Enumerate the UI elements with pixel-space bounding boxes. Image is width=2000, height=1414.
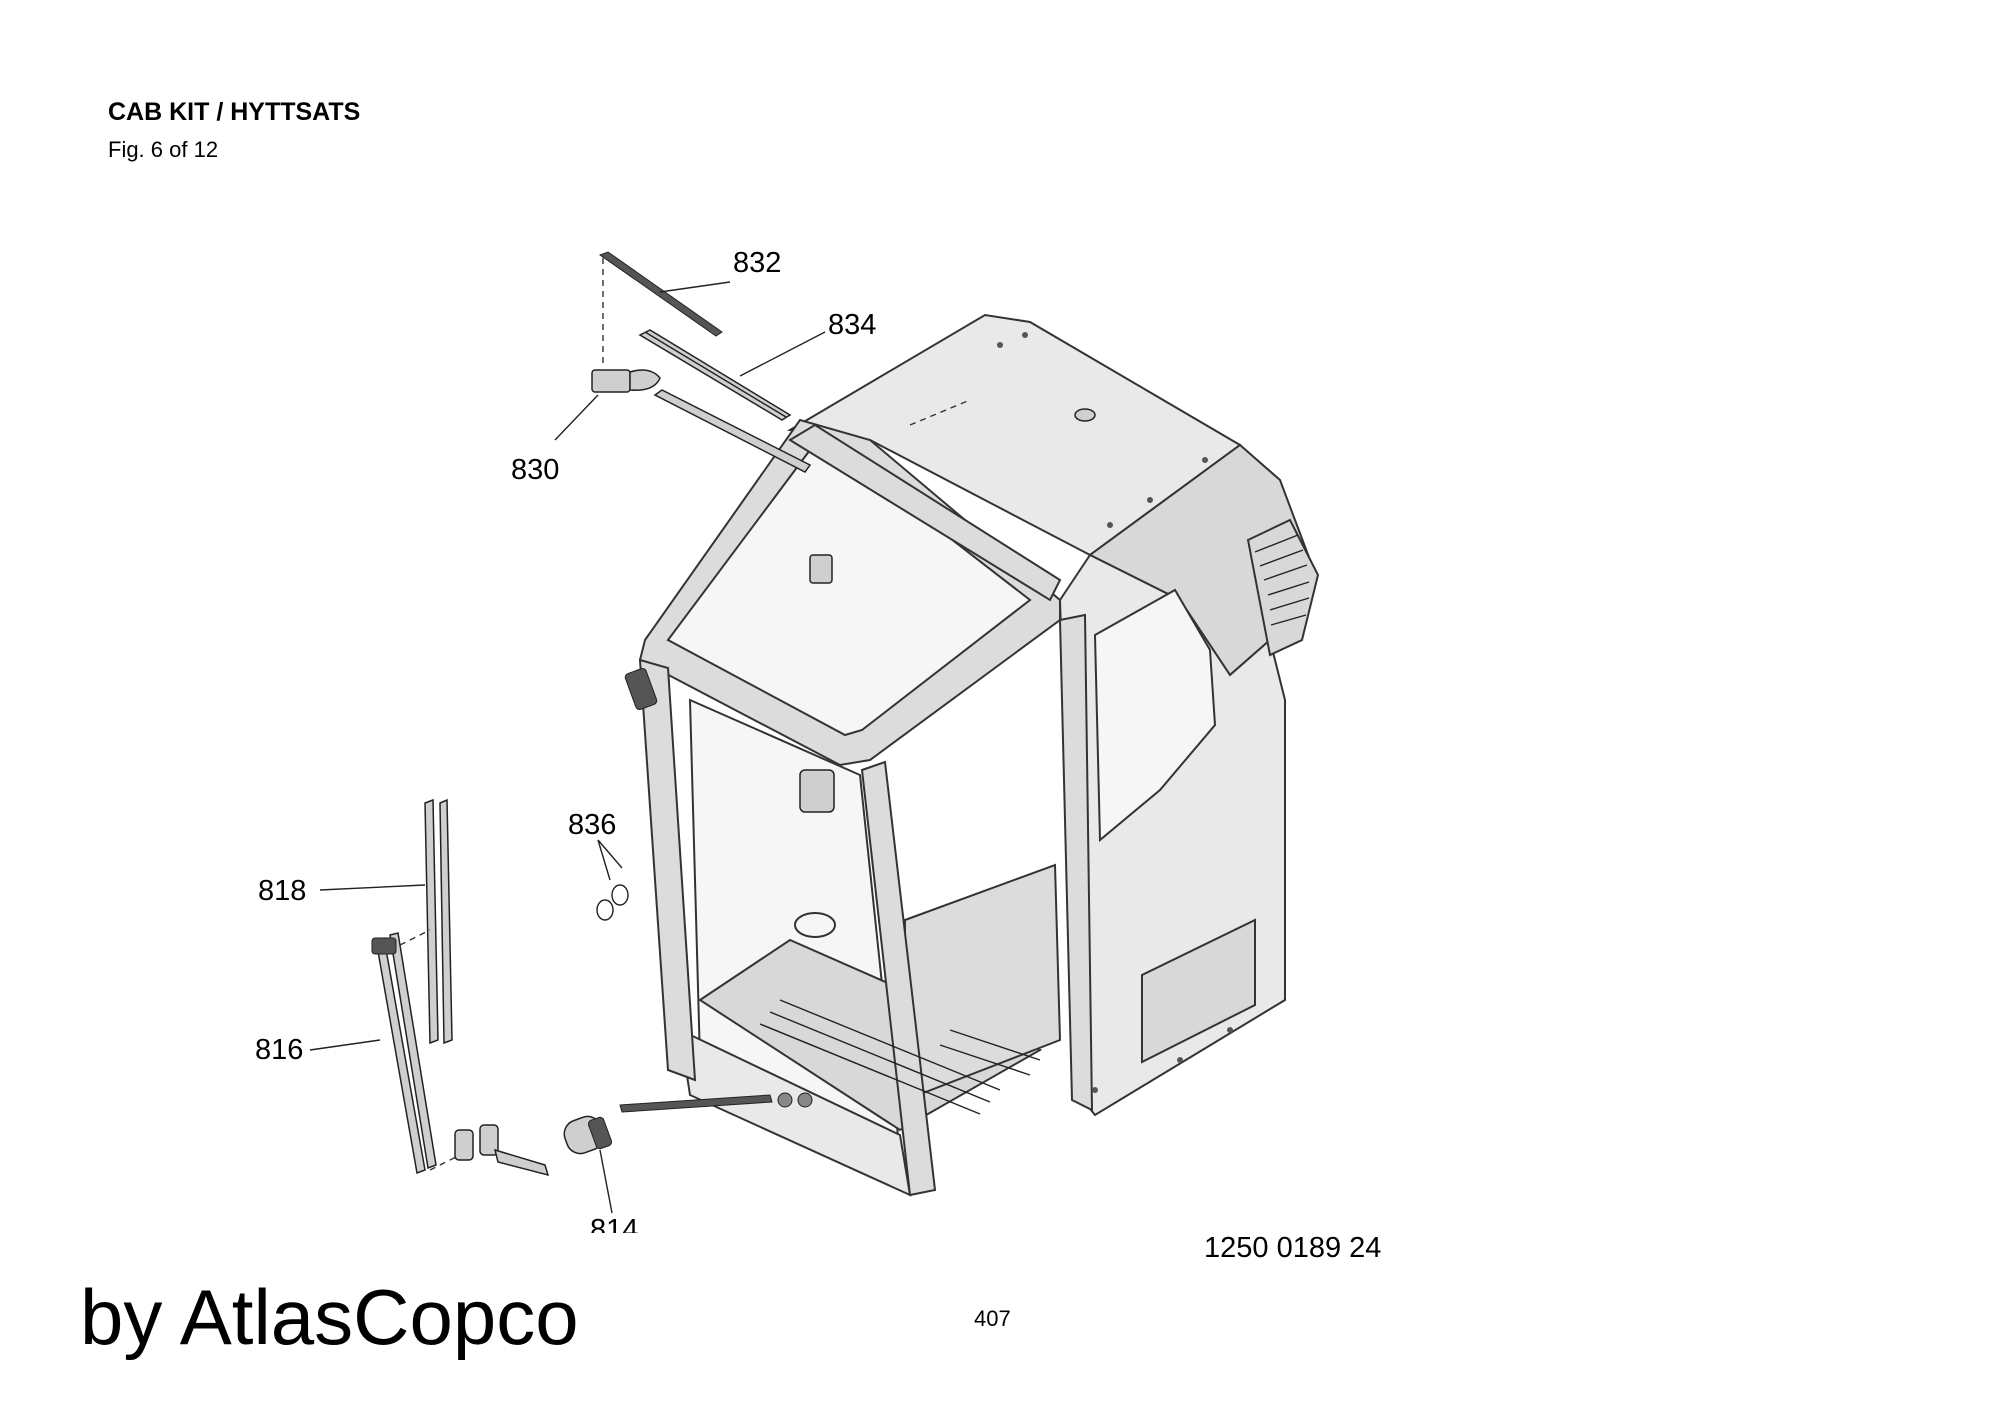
callout-832: 832 — [733, 247, 781, 279]
callout-labels: 832 834 830 836 818 816 814 — [255, 247, 876, 1246]
callout-834: 834 — [828, 309, 876, 341]
page-number: 407 — [974, 1306, 1011, 1331]
callout-830: 830 — [511, 454, 559, 486]
front-wiper-assembly — [371, 798, 813, 1177]
page-title: CAB KIT / HYTTSATS — [108, 98, 361, 126]
roof-wiper-assembly — [591, 251, 812, 473]
leader-lines — [309, 281, 826, 1214]
figure-number: Fig. 6 of 12 — [108, 137, 219, 162]
cab-body — [624, 313, 1320, 1197]
callout-816: 816 — [255, 1034, 303, 1066]
callout-836: 836 — [568, 809, 616, 841]
watermark-text: by AtlasCopco — [80, 1273, 579, 1361]
document-number: 1250 0189 24 — [1204, 1232, 1382, 1264]
callout-818: 818 — [258, 875, 306, 907]
